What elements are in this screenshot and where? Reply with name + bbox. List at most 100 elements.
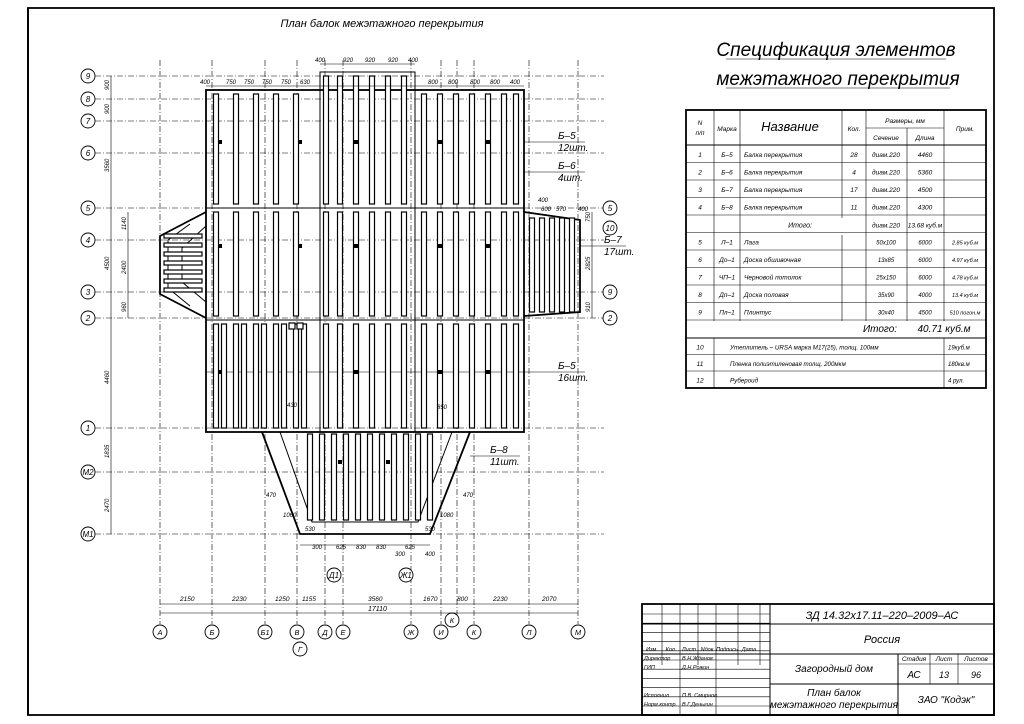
hdr-section: Сечение <box>873 135 899 142</box>
tag-3-mark: Б–5 <box>558 361 576 372</box>
hdr-qty: Кол. <box>848 126 861 133</box>
spec-subtotal-label: Итого: <box>788 223 812 230</box>
dim-bay-9: 300 <box>395 552 406 558</box>
dim-right-2: 570 <box>556 207 567 213</box>
beam <box>436 211 444 317</box>
stamp-hdr-stage: Стадия <box>902 655 927 663</box>
grid-lines <box>95 60 604 624</box>
beam <box>272 211 280 317</box>
beam <box>558 217 566 313</box>
dim-top-4: 400 <box>408 58 419 64</box>
beam-tags: Б–5 12шт. Б–6 4шт. Б–7 17шт. Б–5 16шт. Б… <box>470 131 634 468</box>
axis-bubble-col <box>292 641 308 657</box>
beam <box>436 323 444 429</box>
beam <box>368 75 376 205</box>
beam <box>306 433 314 521</box>
dim-bay-0: 1060 <box>283 513 297 519</box>
axis-label-col: Б1 <box>260 628 269 637</box>
axis-label-col: Ж <box>407 628 416 637</box>
beam <box>352 323 360 429</box>
dim-top-3: 920 <box>388 58 399 64</box>
beam <box>260 323 268 429</box>
spec-cell-n: 7 <box>698 275 702 282</box>
dim-chain-0: 2150 <box>179 596 195 603</box>
beam <box>163 287 203 293</box>
dim-left-7: 4460 <box>105 370 111 384</box>
hdr-size: Размеры, мм <box>885 118 925 125</box>
spec-cell-section: 30х40 <box>878 311 895 317</box>
stamp-code: ЗД 14.32х17.11–220–2009–АС <box>806 610 959 622</box>
dim-top-8: 750 <box>262 80 273 86</box>
beam <box>322 75 330 205</box>
beam-joint <box>354 244 358 248</box>
spec-cell-n: 12 <box>696 378 704 385</box>
stamp-project: Загородный дом <box>795 664 873 675</box>
beam <box>163 269 203 275</box>
spec-cell-note: 19куб.м <box>948 346 970 352</box>
beam <box>252 93 260 205</box>
beam <box>212 93 220 205</box>
axis-bubble-col <box>317 624 333 640</box>
dim-top-10: 630 <box>300 80 311 86</box>
beam <box>452 323 460 429</box>
beam <box>420 211 428 317</box>
section-mark-zh1: Ж1 <box>399 571 412 580</box>
beam <box>322 211 330 317</box>
beam <box>402 433 410 521</box>
stamp-col-header: Дата <box>741 647 757 653</box>
spec-cell-length: 4500 <box>918 311 932 317</box>
post <box>288 322 296 330</box>
spec-cell-note: 4.78 куб.м <box>952 276 978 282</box>
beam <box>163 242 203 248</box>
stamp-name: В.Н.Жданов <box>682 656 713 662</box>
beam <box>512 93 520 205</box>
beam <box>548 217 556 313</box>
top-dimension-chain: 400 920 920 920 400 400 750 750 750 750 … <box>200 58 589 213</box>
dim-bay-8: 625 <box>405 545 416 551</box>
dim-top-0: 400 <box>315 58 326 64</box>
dim-top-12: 800 <box>448 80 459 86</box>
beam <box>468 323 476 429</box>
dim-top-14: 800 <box>490 80 501 86</box>
beam-joint <box>438 140 442 144</box>
beam <box>500 323 508 429</box>
spec-cell-note: 13.4 куб.м <box>952 293 978 299</box>
dim-chain-2: 1250 <box>275 596 290 603</box>
beam <box>512 323 520 429</box>
spec-cell-qty: 28 <box>849 152 858 159</box>
axis-bubble-col <box>289 624 305 640</box>
beam-joint <box>386 460 390 464</box>
spec-cell-length: 6000 <box>918 276 932 282</box>
spec-cell-section: диам.220 <box>872 151 900 159</box>
beam <box>500 93 508 205</box>
dim-left-2: 3560 <box>105 158 111 172</box>
spec-cell-note: 4 рул. <box>948 379 964 385</box>
beam-joint <box>338 460 342 464</box>
beam-joint <box>486 244 490 248</box>
axis-bubble <box>80 284 96 300</box>
axis-label-col: Г <box>298 645 303 654</box>
axis-bubble <box>80 232 96 248</box>
dim-left-0: 900 <box>105 79 111 90</box>
spec-cell-name: Балка перекрытия <box>744 205 803 212</box>
beam <box>468 211 476 317</box>
axis-label-col: Д <box>321 628 328 637</box>
spec-cell-mark: Дп–1 <box>718 292 735 299</box>
axis-label-right: 10 <box>606 224 615 233</box>
post <box>296 322 304 330</box>
spec-cell-name: Балка перекрытия <box>744 187 803 194</box>
stamp-col-header: Лист <box>681 647 697 653</box>
axis-label-col: В <box>294 628 299 637</box>
spec-cell-section: 13х85 <box>878 258 895 264</box>
dim-misc-2: 430 <box>287 403 298 409</box>
tag-0-mark: Б–5 <box>558 131 576 142</box>
hdr-np: п/п <box>696 130 705 137</box>
beam-joint <box>354 370 358 374</box>
axis-label-col: К <box>450 616 455 625</box>
dim-bay-5: 625 <box>336 545 347 551</box>
axis-bubble <box>80 310 96 326</box>
beam-joint <box>354 140 358 144</box>
